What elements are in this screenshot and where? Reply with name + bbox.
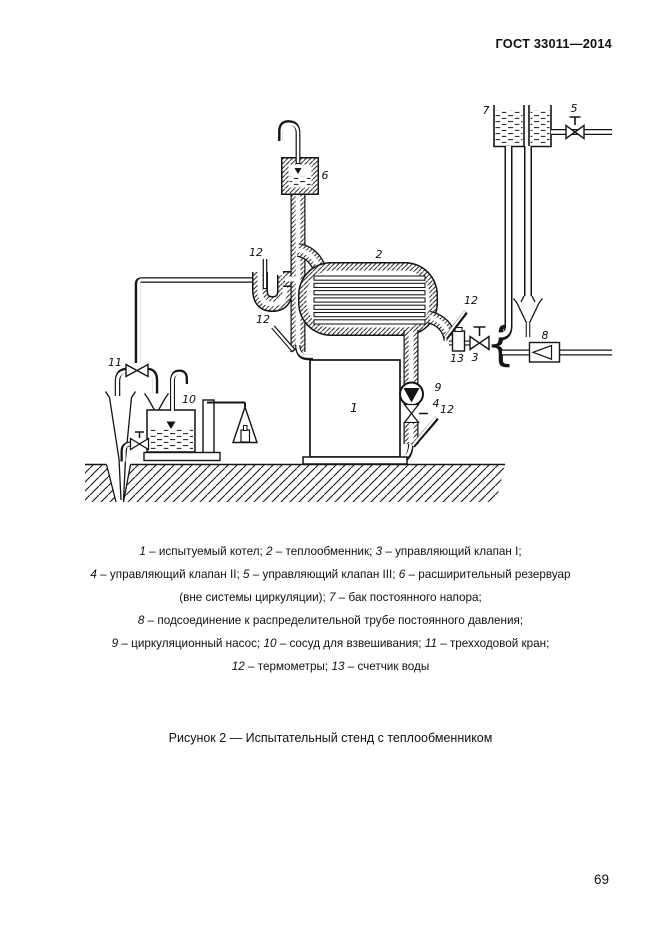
document-header: ГОСТ 33011—2014 bbox=[495, 36, 612, 51]
vessel-funnel bbox=[143, 393, 170, 415]
diagram-labels: 1 2 3 4 5 6 7 8 9 10 11 12 12 12 12 13 bbox=[108, 102, 578, 416]
weight bbox=[240, 429, 251, 443]
label-distribution-connection: 8 bbox=[542, 329, 549, 342]
control-valve-2 bbox=[403, 403, 428, 424]
water-counter bbox=[451, 326, 466, 352]
three-way-valve bbox=[125, 363, 149, 378]
vessel-drain-valve bbox=[120, 431, 150, 462]
expansion-reservoir bbox=[278, 120, 319, 195]
label-expansion-reservoir: 6 bbox=[322, 169, 329, 182]
outlet-to-counter: { bbox=[427, 310, 515, 371]
weighing-station bbox=[104, 277, 262, 501]
thermometer-riser bbox=[271, 325, 296, 353]
head-tank-water bbox=[495, 110, 523, 145]
legend-line: 4 – управляющий клапан II; 5 – управляющ… bbox=[90, 568, 571, 581]
legend-line: 1 – испытуемый котел; 2 – теплообменник;… bbox=[139, 545, 522, 558]
boiler bbox=[302, 359, 414, 465]
distribution-connection bbox=[528, 341, 561, 363]
label-valve-3: 5 bbox=[571, 102, 578, 115]
label-thermometer-1: 12 bbox=[249, 246, 263, 259]
pipe-return-line bbox=[134, 277, 262, 363]
label-three-way-valve: 11 bbox=[108, 356, 122, 369]
exchanger-tubes bbox=[313, 275, 426, 325]
ground-hatch bbox=[85, 463, 505, 503]
balance-scale bbox=[143, 399, 258, 462]
level-mark-icon bbox=[294, 168, 302, 174]
boiler-base bbox=[302, 456, 408, 465]
balance-post bbox=[202, 399, 215, 461]
label-thermometer-3: 12 bbox=[464, 294, 478, 307]
legend-line: 8 – подсоединение к распределительной тр… bbox=[137, 614, 524, 627]
figure-diagram: { bbox=[85, 102, 612, 503]
level-mark-icon bbox=[166, 421, 176, 429]
label-water-counter: 13 bbox=[450, 352, 464, 365]
figure-caption: Рисунок 2 — Испытательный стенд с теплоо… bbox=[168, 731, 493, 745]
control-valve-1 bbox=[469, 326, 490, 351]
figure-legend: 1 – испытуемый котел; 2 – теплообменник;… bbox=[38, 540, 623, 678]
label-thermometer-4: 12 bbox=[440, 403, 454, 416]
control-valve-3 bbox=[565, 116, 585, 140]
overflow-funnel bbox=[512, 295, 544, 338]
weighing-vessel bbox=[146, 369, 196, 459]
vessel-water bbox=[149, 429, 193, 451]
weight-neck bbox=[243, 425, 248, 431]
drain-funnel bbox=[104, 391, 137, 501]
label-valve-2: 4 bbox=[433, 397, 440, 410]
overflow-water bbox=[530, 110, 550, 145]
head-tank-assembly bbox=[493, 105, 612, 363]
label-pump: 9 bbox=[435, 381, 442, 394]
thermometer-return bbox=[411, 416, 439, 448]
label-thermometer-2: 12 bbox=[256, 313, 270, 326]
label-weighing-vessel: 10 bbox=[182, 393, 196, 406]
overflow-chamber bbox=[528, 105, 552, 148]
legend-line: 9 – циркуляционный насос; 10 – сосуд для… bbox=[111, 637, 550, 650]
reservoir-water bbox=[289, 176, 311, 186]
label-heat-exchanger: 2 bbox=[376, 248, 383, 261]
label-valve-1: 3 bbox=[472, 351, 479, 364]
heat-exchanger bbox=[298, 262, 438, 336]
label-head-tank: 7 bbox=[483, 104, 490, 117]
insulated-piping bbox=[252, 193, 326, 361]
thermometer-outlet bbox=[444, 310, 468, 340]
page-number: 69 bbox=[594, 872, 610, 887]
legend-line: 12 – термометры; 13 – счетчик воды bbox=[231, 660, 430, 673]
pump-rotor-icon bbox=[403, 388, 420, 403]
label-boiler: 1 bbox=[350, 400, 358, 415]
pump-column bbox=[399, 330, 439, 448]
weighing-platform bbox=[143, 451, 221, 462]
legend-line: (вне системы циркуляции); 7 – бак постоя… bbox=[179, 591, 482, 604]
